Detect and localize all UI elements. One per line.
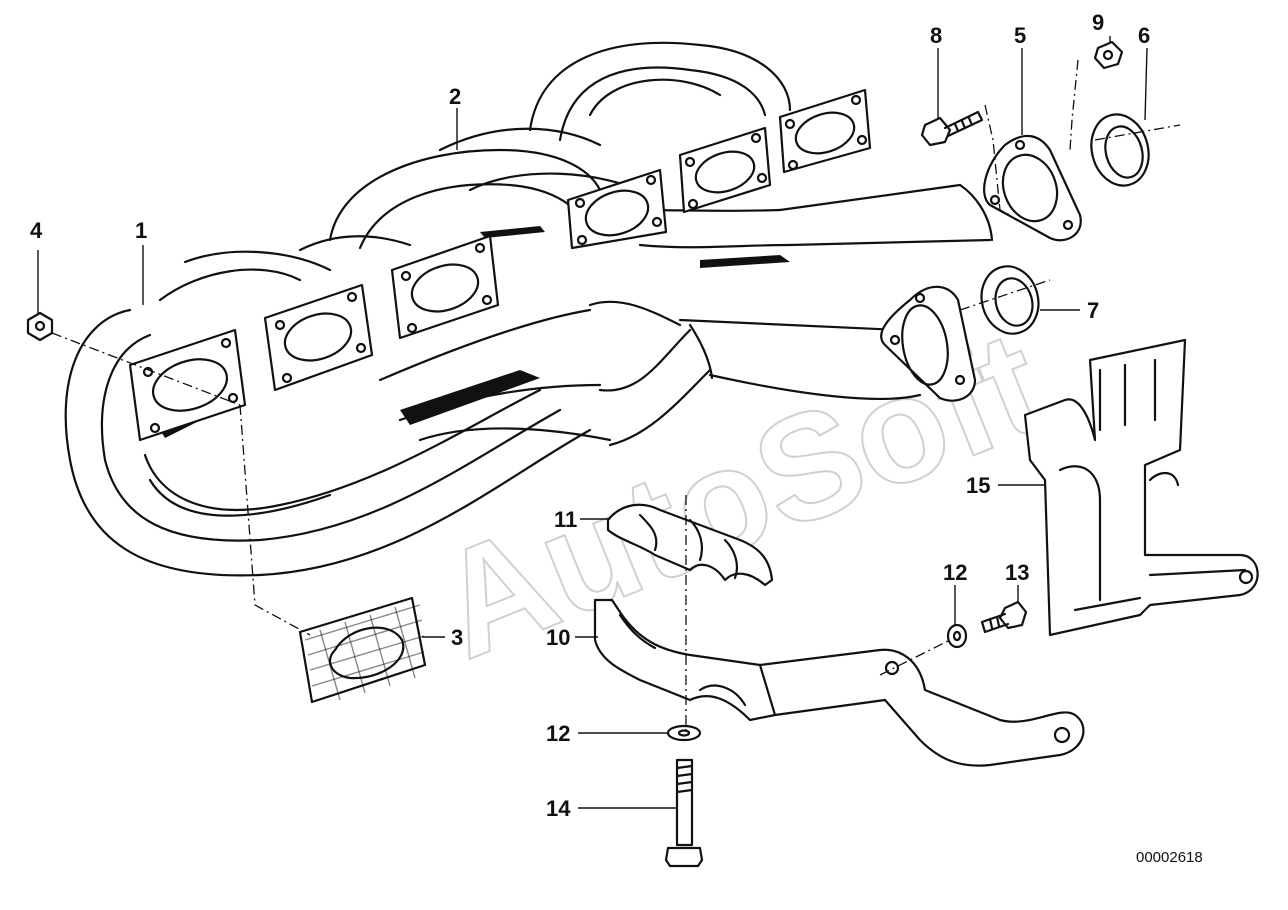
front-outlet-flange [880, 285, 977, 402]
document-number: 00002618 [1136, 849, 1203, 866]
callout-12-lower: 12 [546, 721, 570, 746]
port-flange-5 [678, 126, 772, 214]
part-10-bracket [593, 598, 1085, 767]
callout-11: 11 [554, 507, 577, 532]
part-3-gasket [298, 596, 427, 704]
part-15-heat-shield [1023, 338, 1259, 637]
leader-lines [37, 36, 1148, 809]
callout-3: 3 [451, 625, 463, 650]
callout-12-upper: 12 [943, 560, 967, 585]
callout-2: 2 [449, 84, 461, 109]
part-9-nut [1093, 40, 1124, 70]
callout-4: 4 [30, 218, 43, 243]
callout-labels: 1 2 3 4 5 6 7 8 9 10 11 12 12 13 14 15 [30, 10, 1150, 821]
part-14-bolt [664, 758, 704, 868]
callout-1: 1 [135, 218, 147, 243]
part-4-nut [26, 311, 54, 342]
callout-13: 13 [1005, 560, 1029, 585]
callout-10: 10 [546, 625, 570, 650]
port-flange-6 [778, 88, 872, 174]
exhaust-manifold-assembly [64, 41, 994, 577]
callout-6: 6 [1138, 23, 1150, 48]
part-5-flange [983, 134, 1082, 242]
part-7-sealing-ring [980, 265, 1040, 335]
part-6-sealing-ring [1090, 113, 1150, 187]
callout-8: 8 [930, 23, 942, 48]
part-8-bolt [920, 110, 984, 147]
callout-9: 9 [1092, 10, 1104, 35]
callout-14: 14 [546, 796, 571, 821]
callout-7: 7 [1087, 298, 1099, 323]
part-12-washer-lower [666, 724, 702, 742]
part-11-clamp [606, 503, 774, 587]
port-flange-3 [390, 234, 500, 340]
callout-15: 15 [966, 473, 990, 498]
alignment-lines [51, 59, 1181, 730]
port-flange-2 [263, 283, 374, 392]
part-13-bolt [980, 600, 1028, 634]
part-12-washer-upper [946, 623, 968, 649]
callout-5: 5 [1014, 23, 1026, 48]
port-flange-4 [566, 168, 668, 250]
